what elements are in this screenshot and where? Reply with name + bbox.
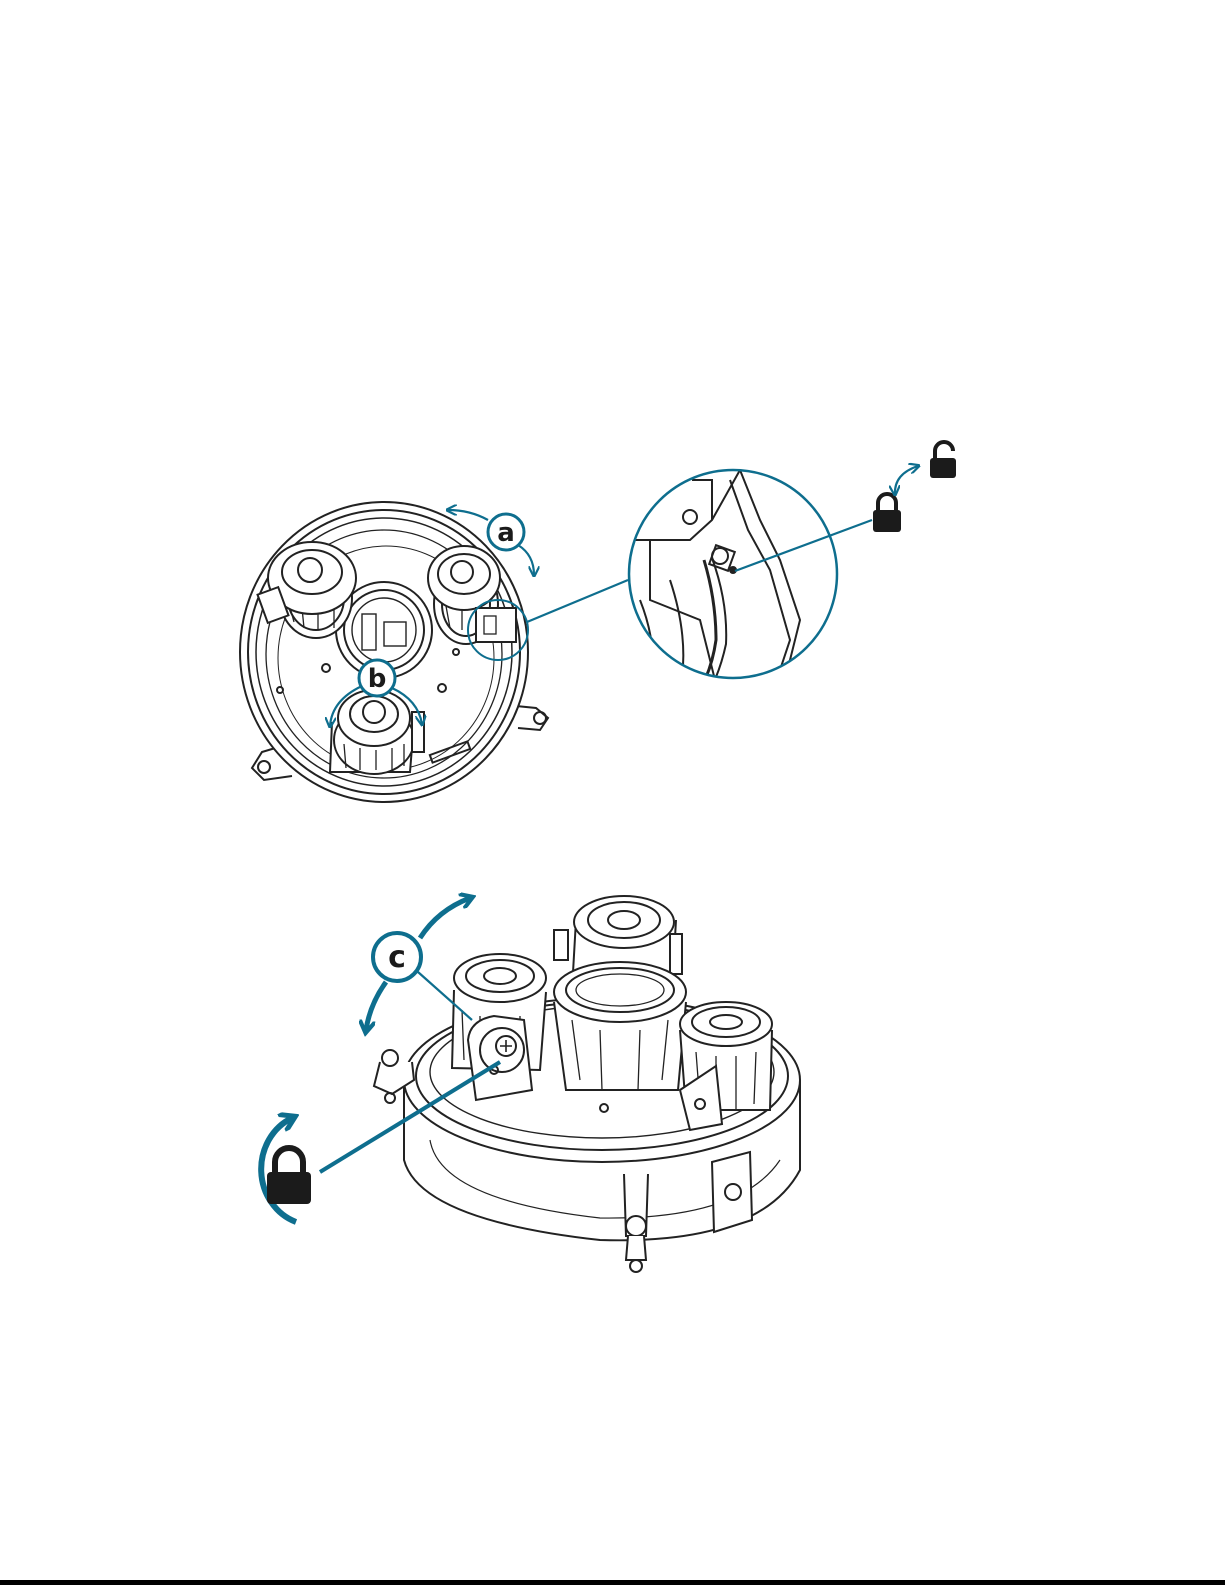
camera-perspective-view (374, 896, 800, 1272)
rotation-arrow-a-left (448, 510, 488, 520)
tighten-rotation-arrow (261, 1118, 296, 1222)
tilt-arrow-c-down (366, 982, 386, 1030)
mounting-foot-front (624, 1174, 648, 1272)
lock-closed-icon-large (267, 1148, 311, 1204)
lock-closed-icon (873, 494, 901, 532)
rotation-arrow-a-right (518, 545, 534, 575)
callout-b-label: b (368, 664, 387, 694)
mounting-tab-right (516, 706, 548, 730)
callout-c-label: c (388, 940, 406, 975)
page-bottom-rule (0, 1580, 1225, 1585)
callout-a-label: a (497, 518, 515, 548)
tilt-bracket (468, 1016, 532, 1100)
lock-toggle-arrow (895, 466, 918, 494)
lock-open-icon (930, 442, 956, 478)
zoom-detail-view (629, 470, 837, 700)
tilt-arrow-c-up (420, 898, 470, 938)
sensor-right (680, 1002, 772, 1130)
center-module-perspective (554, 962, 686, 1090)
zoom-leader-line (527, 580, 628, 622)
